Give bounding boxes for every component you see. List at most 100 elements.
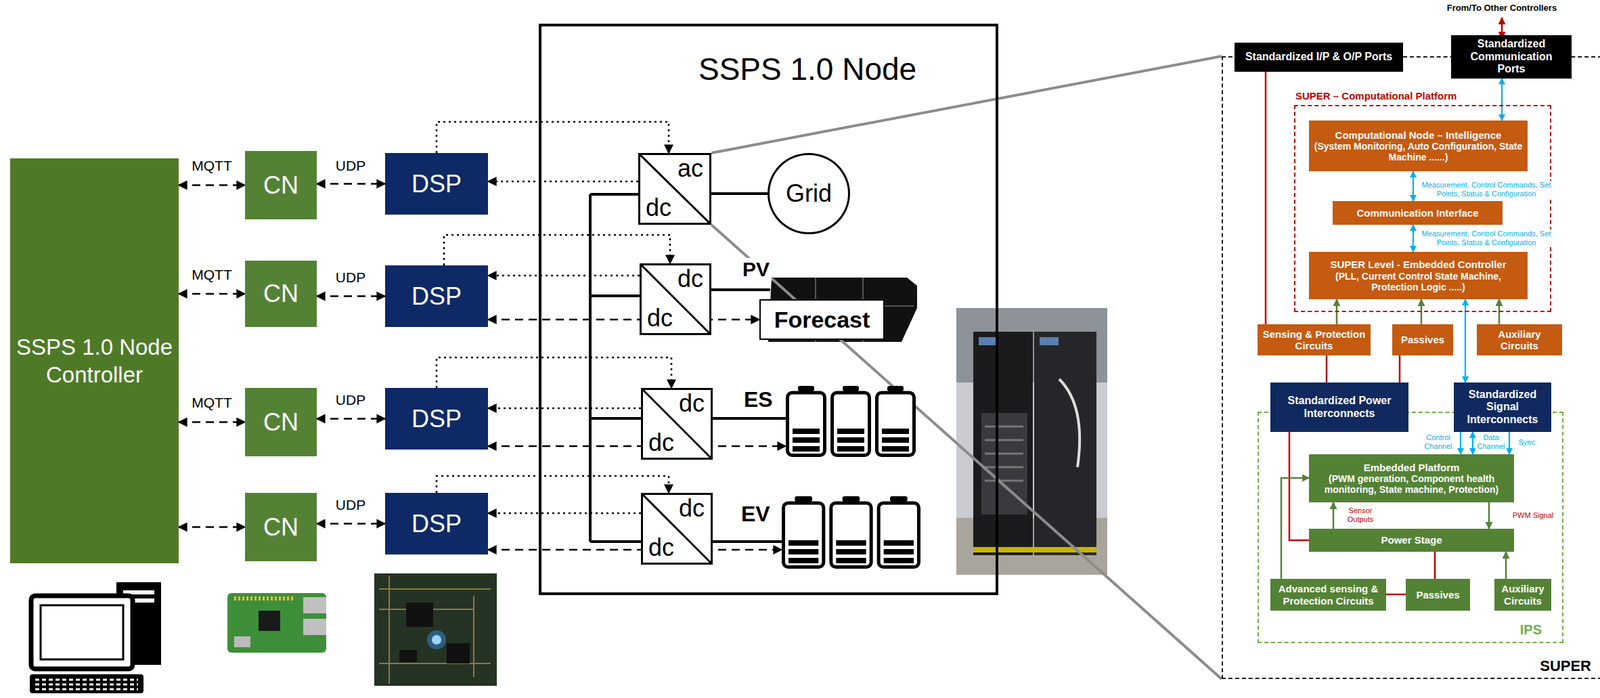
connector <box>1398 355 1402 383</box>
process-box: Power Stage <box>1308 528 1515 552</box>
box-text: DSP <box>411 510 462 538</box>
dsp-box: DSP <box>385 387 488 450</box>
battery-symbol <box>792 446 820 452</box>
port-box: Standardized Communication Ports <box>1451 35 1572 78</box>
connector <box>443 234 671 266</box>
connector <box>316 522 386 525</box>
connector <box>1281 477 1309 579</box>
opal-rt-photo <box>956 307 1108 575</box>
box-text: dc <box>677 265 704 293</box>
connector <box>1412 224 1414 252</box>
connector <box>316 417 386 420</box>
battery-bank: ES <box>785 385 916 457</box>
connector-label: PWM Signal <box>1509 510 1557 520</box>
opal-rt-photo <box>956 307 1108 575</box>
box-text: Standardized I/P & O/P Ports <box>1245 50 1393 63</box>
box-text: CN <box>263 408 299 436</box>
converter-diagonal <box>642 389 711 458</box>
connector-label: MQTT <box>190 157 233 174</box>
dsp-board-photo <box>406 602 434 627</box>
battery-symbol <box>842 385 859 392</box>
battery-symbol <box>887 385 904 392</box>
converter-box: dcdc <box>640 492 713 565</box>
connector-label: MQTT <box>190 394 233 411</box>
battery-symbol <box>883 540 914 546</box>
box-text: IPS <box>1520 621 1542 638</box>
box-text: Standardized Power Interconnects <box>1274 394 1405 420</box>
connector <box>1505 551 1508 579</box>
box-text: Standardized Signal Interconnects <box>1457 388 1548 426</box>
connector <box>436 357 672 388</box>
box-text: Sensing & Protection Circuits <box>1261 328 1367 352</box>
battery-symbol <box>792 428 820 434</box>
connector <box>487 512 641 515</box>
battery-symbol <box>797 385 815 392</box>
computational-node-box: CN <box>245 387 317 457</box>
battery-symbol <box>835 540 866 546</box>
battery-symbol <box>785 385 916 457</box>
connector-label: UDP <box>334 391 367 409</box>
connector-label: Sensor Outputs <box>1342 506 1379 524</box>
connector <box>178 420 246 424</box>
connector <box>487 548 782 551</box>
battery-symbol <box>788 548 819 555</box>
box-text: Forecast <box>774 306 871 333</box>
box-text: Passives <box>1415 588 1460 601</box>
dsp-board-photo <box>399 649 417 662</box>
battery-symbol <box>877 392 915 456</box>
connector <box>1325 355 1328 383</box>
opal-rt-photo <box>978 337 998 346</box>
node-enclosure: SSPS 1.0 NodeacdcGriddcdcForecastdcdcESd… <box>538 23 999 595</box>
connector <box>178 525 246 528</box>
raspberry-pi-photo <box>258 610 281 631</box>
box-text: SSPS 1.0 Node Controller <box>14 332 175 390</box>
box-text: CN <box>263 171 299 199</box>
box-text: Computational Node – Intelligence <box>1335 129 1502 141</box>
connector <box>712 416 786 420</box>
battery-symbol <box>883 557 914 564</box>
dc-bus <box>711 288 771 292</box>
connector <box>487 407 641 410</box>
box-text: CN <box>263 513 299 541</box>
super-enclosure: SUPERStandardized I/P & O/P PortsStandar… <box>1221 56 1600 679</box>
connector <box>316 182 386 185</box>
battery-symbol <box>878 502 919 568</box>
connector-label: UDP <box>334 269 367 286</box>
dc-bus <box>590 194 771 542</box>
controller-box: SSPS 1.0 Node Controller <box>10 158 179 564</box>
box-text: dc <box>647 304 673 332</box>
box-text: SUPER Level - Embedded Controller <box>1329 258 1506 271</box>
converter-box: dcdc <box>639 263 712 336</box>
box-text: DSP <box>411 170 462 198</box>
box-text: Communication Interface <box>1356 207 1479 219</box>
circuit-box: Advanced sensing & Protection Circuits <box>1270 578 1387 611</box>
connector <box>1472 431 1474 455</box>
battery-symbol <box>831 502 872 568</box>
component-label: PV <box>740 257 772 281</box>
battery-symbol <box>788 557 819 564</box>
box-text: EV <box>741 501 771 527</box>
box-text: Power Stage <box>1380 534 1442 546</box>
connector <box>178 293 246 296</box>
battery-symbol <box>794 496 813 502</box>
connector-label: UDP <box>334 157 367 174</box>
dsp-board-photo <box>427 630 447 650</box>
grid-circle: Grid <box>767 152 851 235</box>
battery-symbol <box>837 428 865 434</box>
circuit-box: Passives <box>1392 324 1454 356</box>
box-text: Passives <box>1401 333 1445 346</box>
computational-node-box: CN <box>245 260 317 327</box>
battery-symbol <box>881 428 909 434</box>
connector <box>711 224 1222 679</box>
raspberry-pi-photo <box>303 596 327 614</box>
converter-diagonal <box>640 154 710 223</box>
dsp-board-photo <box>431 634 442 645</box>
connector <box>487 318 760 321</box>
battery-symbol <box>881 437 909 443</box>
circuit-box: Passives <box>1405 578 1471 611</box>
box-text: SSPS 1.0 Node <box>698 50 917 88</box>
connector <box>1264 71 1268 325</box>
computer-icon <box>40 605 124 660</box>
battery-symbol <box>837 446 865 452</box>
dsp-board-photo <box>374 573 497 686</box>
